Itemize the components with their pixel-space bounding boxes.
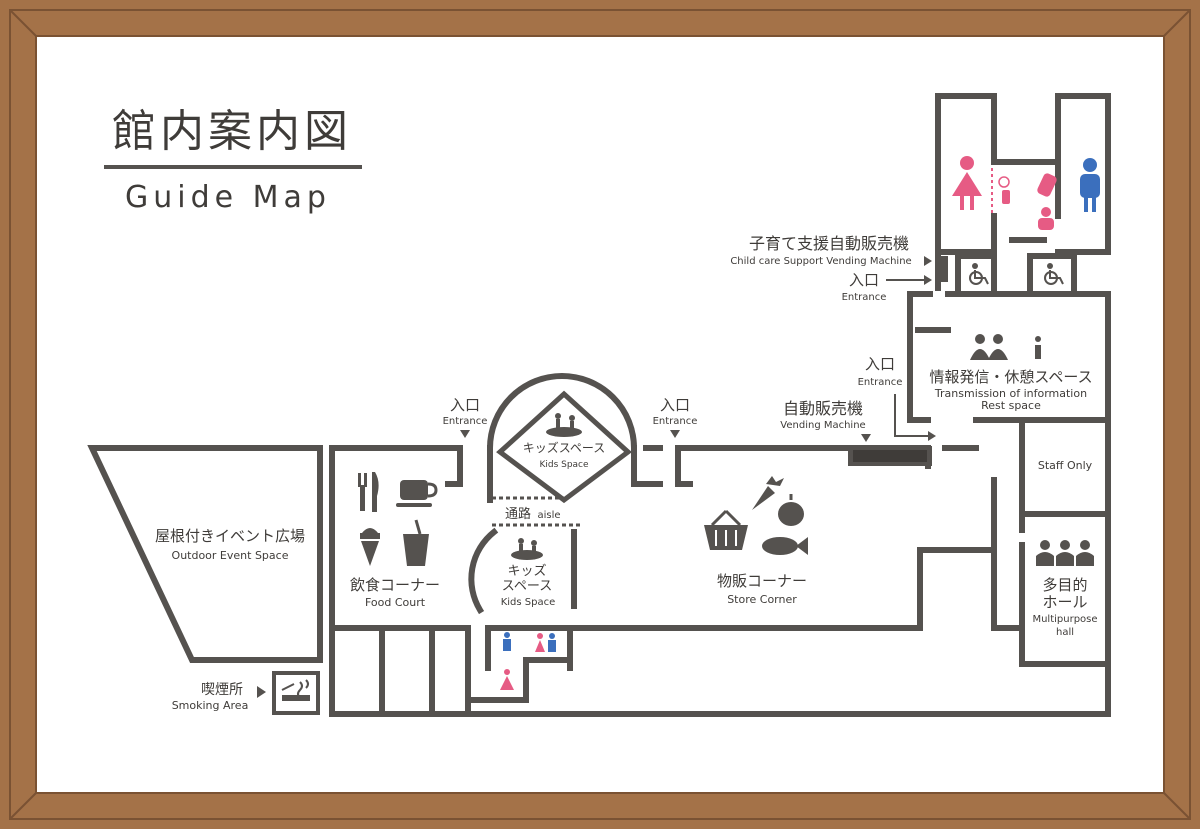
entrance-4-label-ja: 入口 <box>849 271 879 289</box>
food-court-label-ja: 飲食コーナー <box>350 576 440 594</box>
entrance-2-label-en: Entrance <box>653 416 698 427</box>
store-label-ja: 物販コーナー <box>717 572 807 590</box>
info-rest-label-en2: Rest space <box>981 399 1041 412</box>
kids-space-bottom-label-ja1: キッズ <box>507 563 546 579</box>
entrance-2-arrow <box>670 430 680 438</box>
entrance-3-label-en: Entrance <box>858 377 903 388</box>
carrot-icon <box>752 476 784 510</box>
aisle-label-en: aisle <box>537 510 560 521</box>
entrance-1-label-en: Entrance <box>443 416 488 427</box>
smoking-label-ja: 喫煙所 <box>201 682 243 698</box>
baby-icon <box>1038 207 1054 230</box>
entrance-3-label-ja: 入口 <box>865 355 895 373</box>
event-space-label-ja: 屋根付きイベント広場 <box>155 527 305 545</box>
ice-cream-icon <box>360 528 380 566</box>
vending-label-en: Vending Machine <box>780 420 865 431</box>
childcare-vending-label-en: Child care Support Vending Machine <box>730 256 911 267</box>
building-walls <box>329 93 1111 717</box>
kids-space-bottom-label-ja2: スペース <box>502 579 552 594</box>
fish-icon <box>762 537 808 555</box>
male-restroom-icon <box>548 633 556 652</box>
vending-arrow <box>861 434 871 442</box>
baby-bottle-icon <box>1037 173 1057 197</box>
smoking-arrow <box>257 686 266 698</box>
hall-label-en2: hall <box>1056 627 1074 638</box>
childcare-vending-label-ja: 子育て支援自動販売機 <box>749 234 909 253</box>
people-resting-icon <box>970 334 1008 360</box>
smoking-label-en: Smoking Area <box>172 699 249 712</box>
kids-space-diamond <box>496 390 632 504</box>
staff-only-label: Staff Only <box>1038 459 1093 472</box>
childcare-vending-arrow <box>924 256 932 266</box>
store-label-en: Store Corner <box>727 593 797 606</box>
childcare-vending-box <box>938 256 948 282</box>
kids-play-icon-bottom <box>511 538 543 560</box>
smoking-box <box>272 671 320 715</box>
info-rest-label-ja: 情報発信・休憩スペース <box>929 368 1092 386</box>
entrance-3-arrow-line <box>894 394 930 437</box>
drink-cup-icon <box>403 519 429 566</box>
male-restroom-icon <box>503 632 511 651</box>
wheelchair-icon <box>1044 263 1064 285</box>
smoking-icon <box>281 679 310 701</box>
audience-icon <box>1036 540 1094 566</box>
female-restroom-icon <box>952 156 982 210</box>
info-rest-label-en1: Transmission of information <box>934 387 1087 400</box>
female-restroom-icon <box>535 633 545 652</box>
map-board <box>35 35 1165 794</box>
title-ja: 館内案内図 <box>112 106 352 157</box>
male-restroom-icon <box>1080 158 1100 212</box>
info-icon <box>1035 336 1041 359</box>
cutlery-icon <box>358 472 379 512</box>
title-en: Guide Map <box>125 180 331 215</box>
frame-inner <box>9 9 1191 820</box>
shopping-basket-icon <box>704 509 748 550</box>
event-space-label-en: Outdoor Event Space <box>172 549 289 562</box>
female-restroom-icon <box>500 669 514 690</box>
hall-label-ja1: 多目的 <box>1042 576 1087 594</box>
entrance-4-arrow <box>924 275 932 285</box>
onion-icon <box>778 494 804 526</box>
wheelchair-icon <box>969 263 989 285</box>
entrance-3-arrow <box>928 431 936 441</box>
entrance-1-label-ja: 入口 <box>450 396 480 414</box>
kids-space-bottom-label-en: Kids Space <box>501 597 556 608</box>
food-court-label-en: Food Court <box>365 596 426 609</box>
hall-label-ja2: ホール <box>1042 593 1087 611</box>
hall-label-en1: Multipurpose <box>1032 614 1097 625</box>
entrance-2-label-ja: 入口 <box>660 396 690 414</box>
coffee-cup-icon <box>396 480 438 507</box>
event-space-outline <box>87 445 323 663</box>
kids-space-top-label-ja: キッズスペース <box>523 440 606 455</box>
vending-label-ja: 自動販売機 <box>783 399 863 418</box>
diaper-changing-icon <box>998 176 1010 204</box>
entrance-1-arrow <box>460 430 470 438</box>
kids-play-icon <box>546 413 582 437</box>
kids-space-bottom-arc <box>468 527 499 615</box>
entrance-4-label-en: Entrance <box>842 292 887 303</box>
aisle-label-ja: 通路 <box>505 506 531 522</box>
kids-space-top-label-en: Kids Space <box>539 460 589 470</box>
